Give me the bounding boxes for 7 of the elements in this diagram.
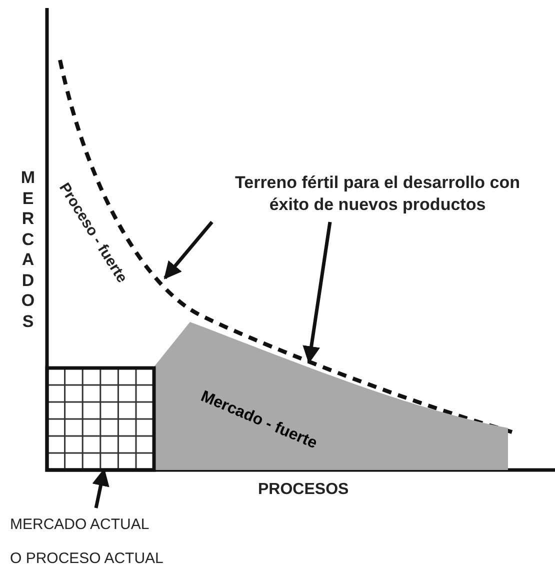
grid-box <box>47 368 154 470</box>
caption-text: MERCADO ACTUAL O PROCESO ACTUAL <box>10 508 210 574</box>
axis-title: MERCADOS <box>20 168 36 332</box>
axis-title: PROCESOS <box>258 481 349 499</box>
callout-text: Terreno fértil para el desarrollo con éxito de nuevos productos <box>205 172 550 222</box>
arrow <box>164 220 214 280</box>
arrow <box>302 222 332 364</box>
